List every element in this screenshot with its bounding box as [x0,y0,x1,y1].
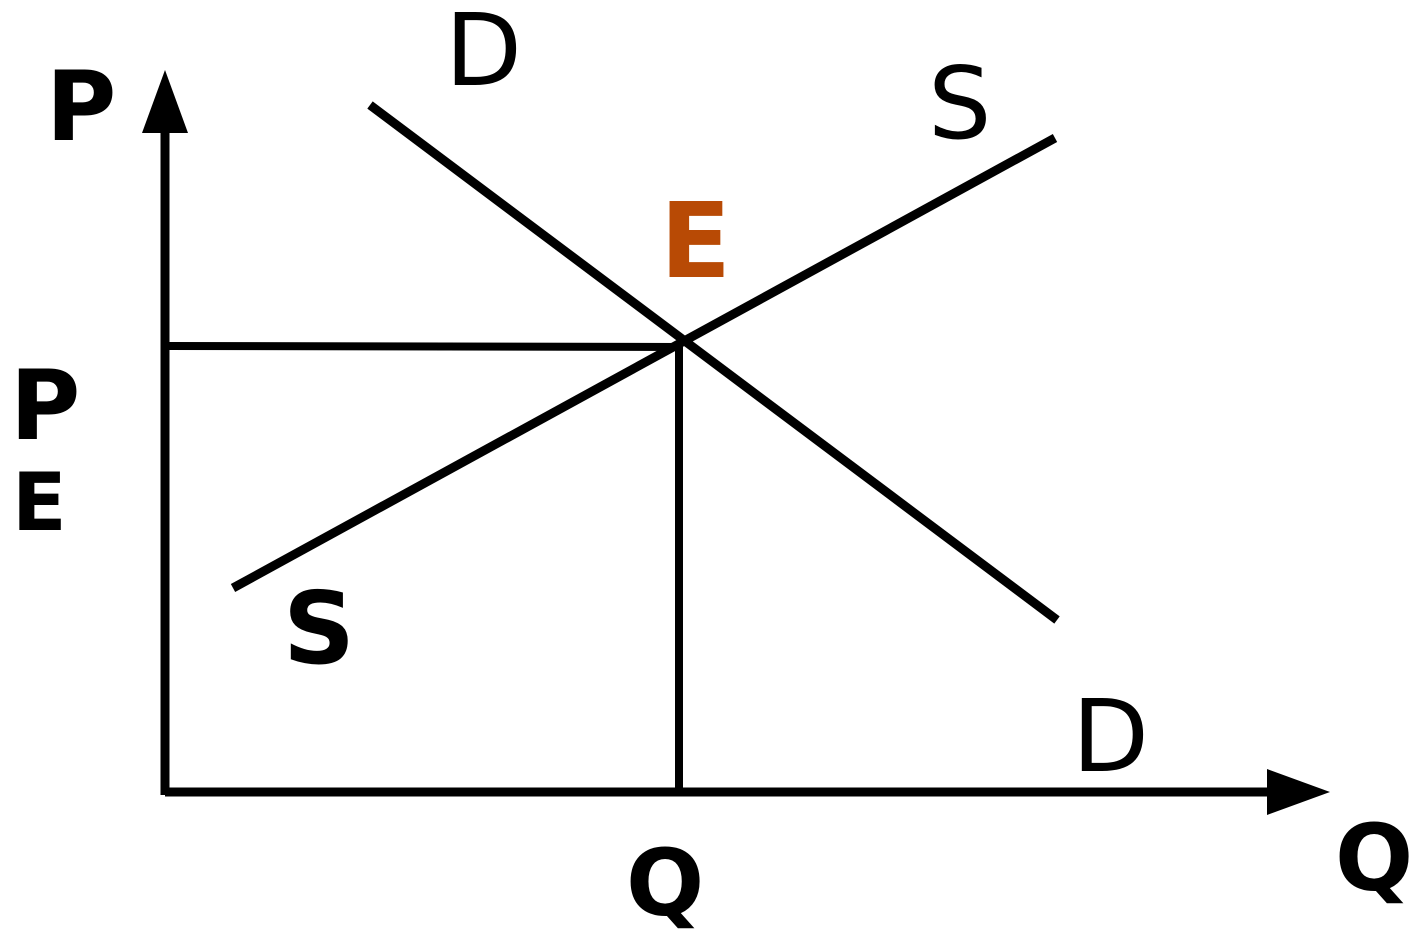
supply-curve [230,134,1058,592]
equilibrium-price-subscript: E [12,456,67,549]
equilibrium-label: E [660,180,731,302]
demand-curve [367,101,1060,624]
equilibrium-price-label: P [10,350,80,462]
y-axis-label: P [46,51,116,163]
y-axis-arrowhead [142,70,188,133]
supply-label-bottom: S [283,570,355,687]
equilibrium-price-guide [168,342,683,351]
x-axis-label: Q [1335,805,1412,912]
demand-label-bottom: D [1072,678,1149,795]
supply-label-top: S [928,45,991,162]
equilibrium-quantity-label: Q [626,830,704,929]
x-axis-arrowhead [1267,769,1330,815]
demand-label-top: D [445,0,522,109]
